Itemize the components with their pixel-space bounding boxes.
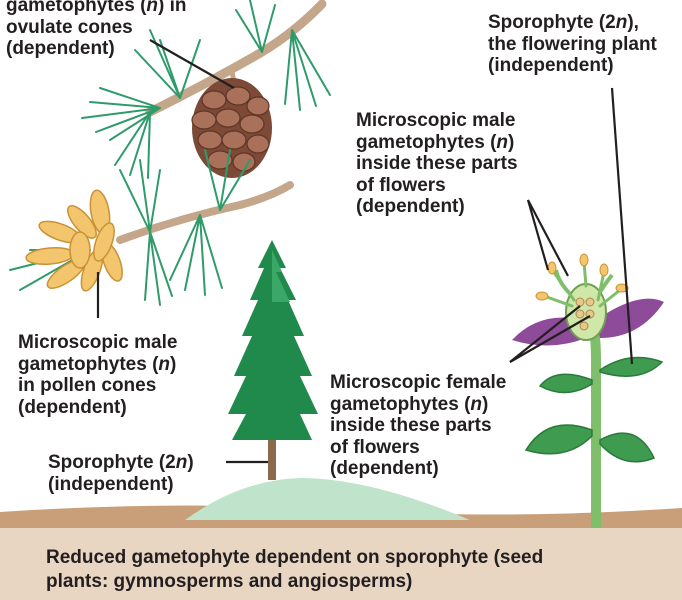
leaf-upper-left	[538, 373, 593, 394]
label-male-gametophytes-flowers: Microscopic male gametophytes (n) inside…	[356, 110, 518, 217]
caption-band	[0, 528, 682, 600]
leaf-upper-right	[599, 356, 664, 377]
leader-ovulate	[149, 39, 235, 89]
leader-male-flowers-b	[527, 199, 569, 277]
upper-branch	[81, 0, 331, 179]
label-sporophyte-tree: Sporophyte (2n) (independent)	[48, 452, 194, 495]
leader-lines	[96, 39, 634, 464]
leaf-lower-right	[599, 432, 656, 463]
caption-line-2: plants: gymnosperms and angiosperms)	[46, 571, 413, 592]
ovulate-cone	[191, 71, 272, 178]
caption-text: Reduced gametophyte dependent on sporoph…	[46, 546, 543, 594]
flowering-plant	[512, 253, 664, 540]
caption-line-1: Reduced gametophyte dependent on sporoph…	[46, 547, 544, 568]
green-hill	[185, 478, 470, 520]
leader-female-flowers-b	[509, 315, 591, 363]
label-ovulate-cones: gametophytes (n) in ovulate cones (depen…	[6, 0, 187, 59]
leader-male-flowers-a	[526, 199, 550, 271]
pollen-cones	[25, 189, 123, 292]
caption: Reduced gametophyte dependent on sporoph…	[0, 528, 682, 600]
label-male-gametophytes-pollen-cones: Microscopic male gametophytes (n) in pol…	[18, 332, 178, 418]
leader-female-flowers-a	[509, 305, 581, 363]
conifer-tree	[228, 240, 318, 480]
label-female-gametophytes-flowers: Microscopic female gametophytes (n) insi…	[330, 372, 507, 479]
label-sporophyte-flowering-plant: Sporophyte (2n), the flowering plant (in…	[488, 12, 657, 76]
leaf-lower-left	[524, 424, 593, 455]
leader-flowering-plant	[610, 87, 634, 365]
petal-right	[596, 298, 664, 338]
